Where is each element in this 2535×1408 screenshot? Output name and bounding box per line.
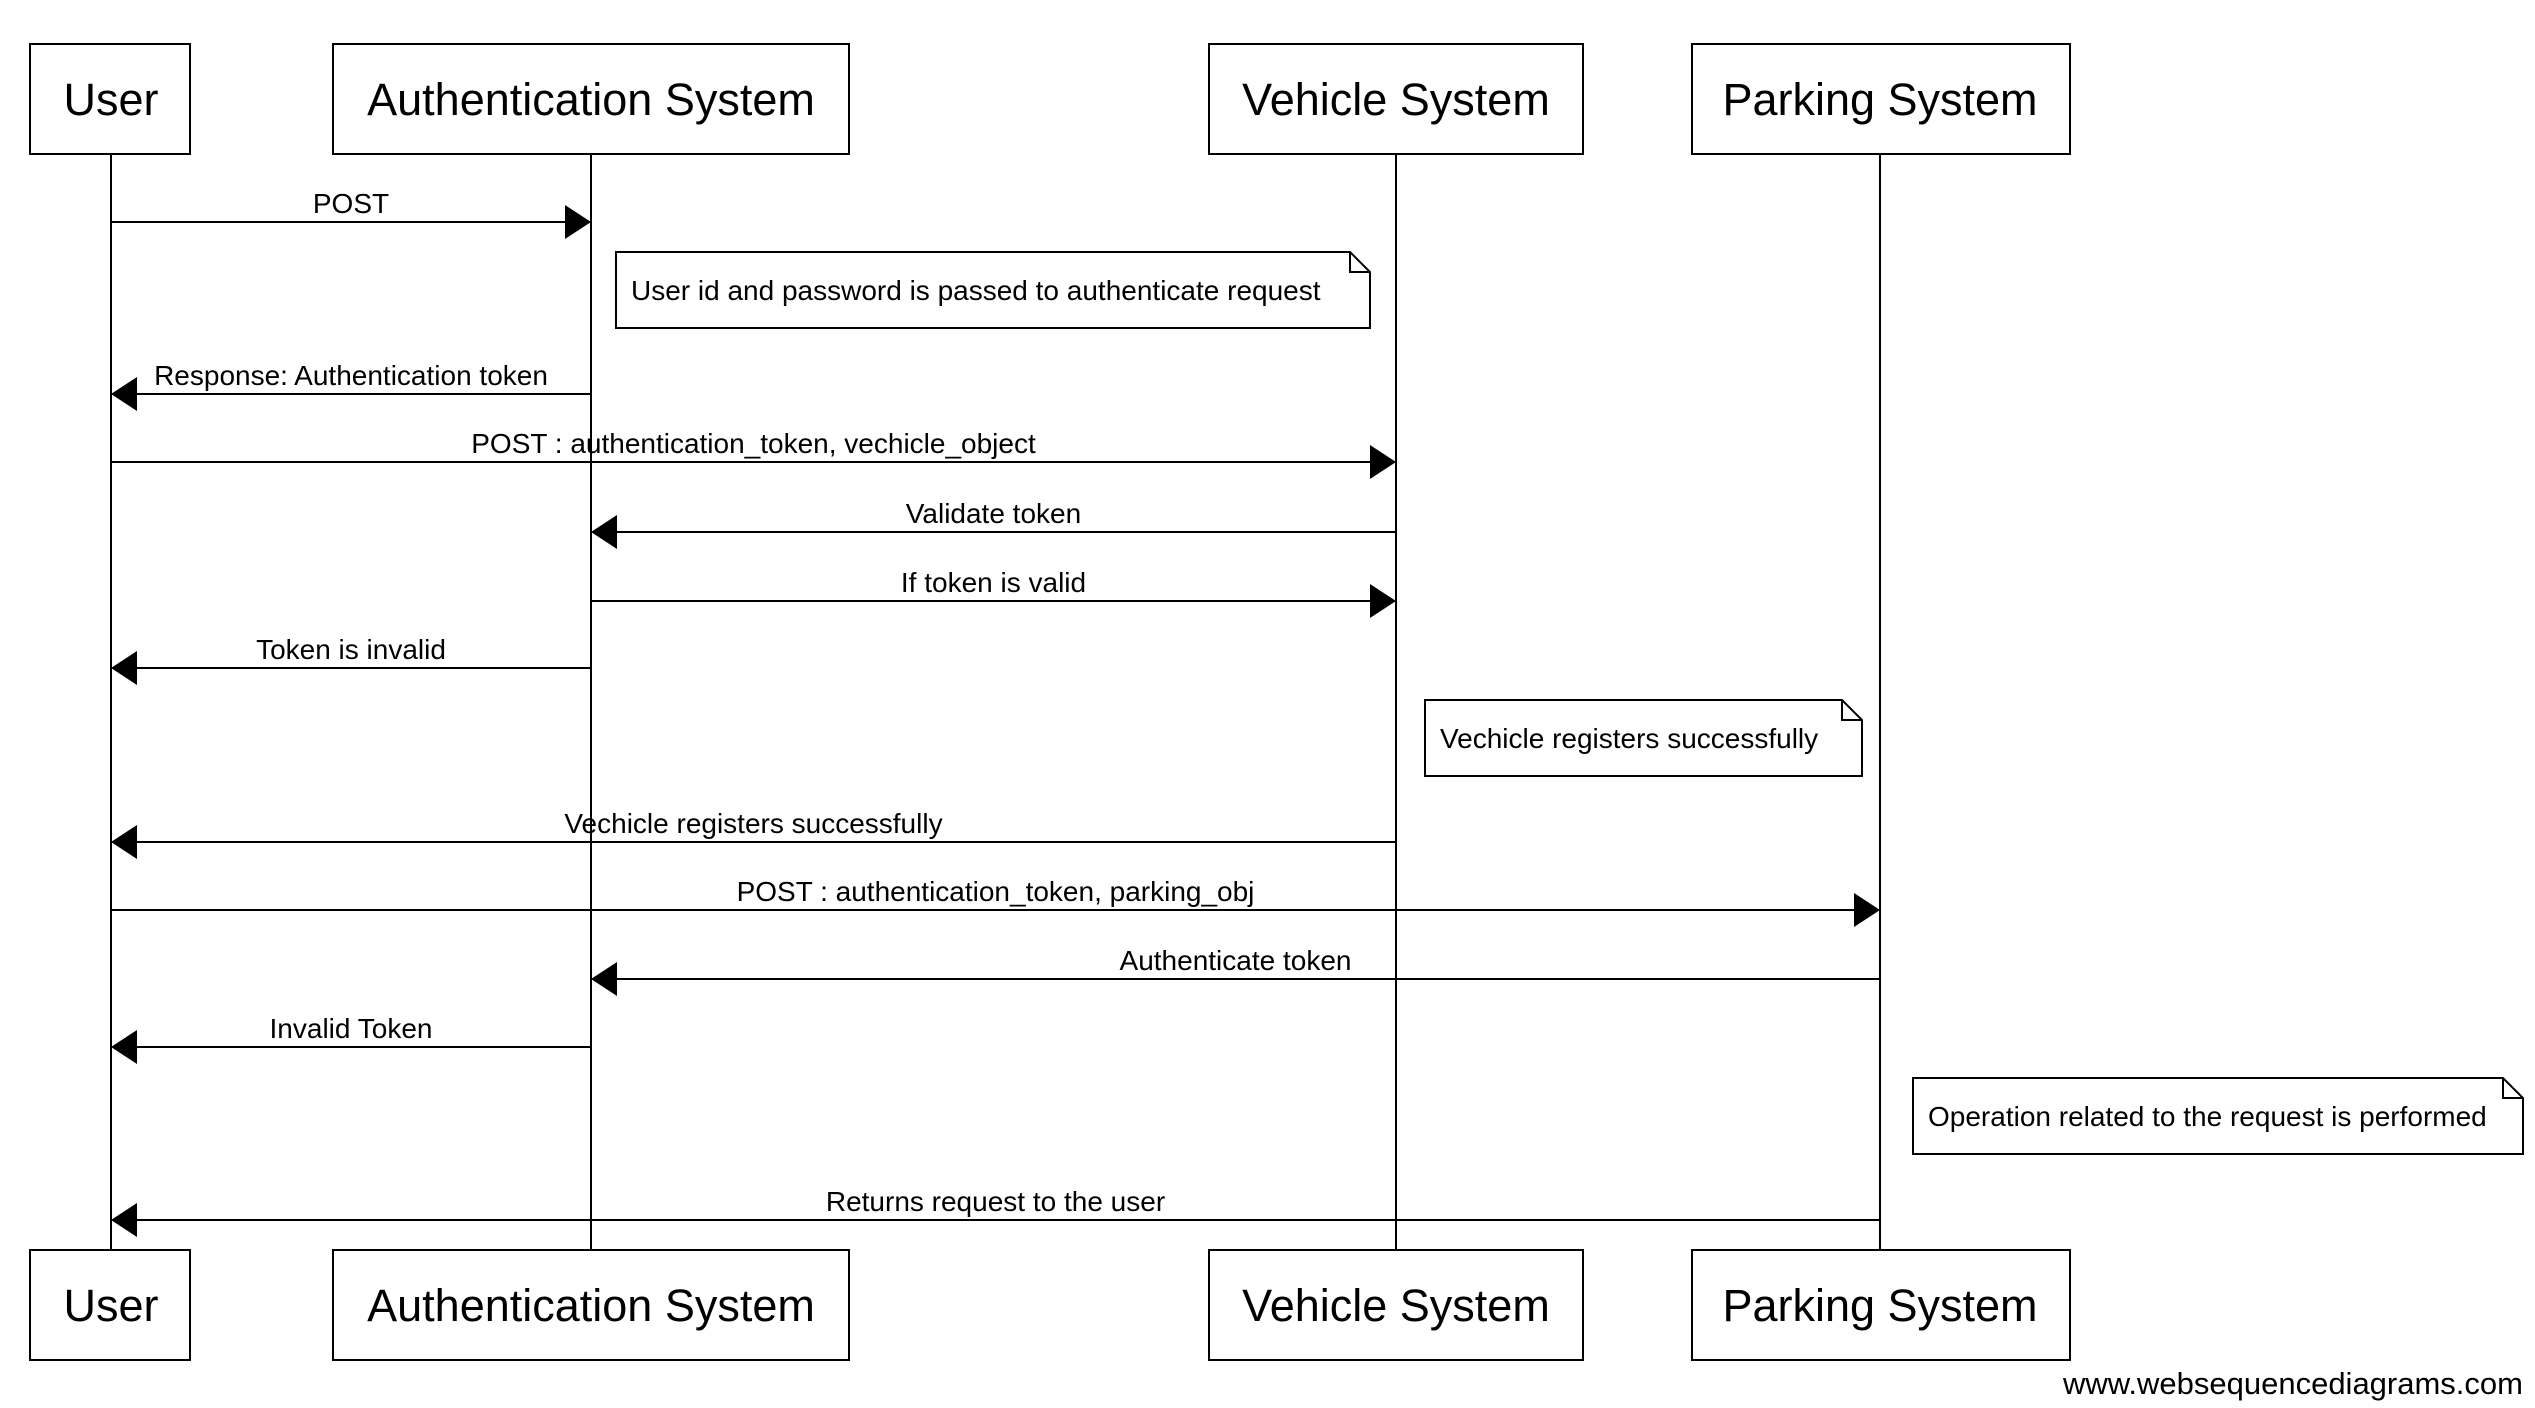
actor-box-top-vehicle [1208, 43, 1584, 155]
message-label: If token is valid [901, 567, 1086, 598]
note-fold [1349, 252, 1370, 273]
actor-label-top-user: User [63, 74, 158, 125]
actor-label-bottom-vehicle: Vehicle System [1242, 1280, 1550, 1331]
message-label: Authenticate token [1120, 945, 1352, 976]
message-label: Token is invalid [256, 634, 446, 665]
note-text: Vechicle registers successfully [1440, 723, 1818, 754]
message-arrowhead [111, 825, 137, 859]
note-box [615, 251, 1371, 329]
message-label: Invalid Token [270, 1013, 433, 1044]
message-arrowhead [1854, 893, 1880, 927]
message-label: Response: Authentication token [154, 360, 548, 391]
message-arrowhead [1370, 445, 1396, 479]
message-arrowhead [565, 205, 591, 239]
note-box [1912, 1077, 2524, 1155]
message-label: POST : authentication_token, vechicle_ob… [471, 428, 1036, 459]
watermark-text: www.websequencediagrams.com [2062, 1366, 2523, 1401]
message-label: Returns request to the user [826, 1186, 1165, 1217]
note-text: User id and password is passed to authen… [631, 275, 1321, 306]
actor-label-bottom-user: User [63, 1280, 158, 1331]
note-fold [1841, 700, 1862, 721]
note-text: Operation related to the request is perf… [1928, 1101, 2487, 1132]
message-arrowhead [111, 1203, 137, 1237]
message-arrowhead [591, 515, 617, 549]
message-label: Vechicle registers successfully [564, 808, 942, 839]
actor-box-bottom-parking [1691, 1249, 2071, 1361]
message-label: Validate token [906, 498, 1081, 529]
actor-label-bottom-parking: Parking System [1722, 1280, 2037, 1331]
note-box [1424, 699, 1863, 777]
actor-box-top-parking [1691, 43, 2071, 155]
note-fold [2502, 1078, 2523, 1099]
message-arrowhead [1370, 584, 1396, 618]
actor-box-top-user [29, 43, 191, 155]
actor-label-top-auth: Authentication System [367, 74, 815, 125]
message-arrowhead [591, 962, 617, 996]
actor-box-bottom-vehicle [1208, 1249, 1584, 1361]
actor-label-top-vehicle: Vehicle System [1242, 74, 1550, 125]
actor-box-top-auth [332, 43, 850, 155]
actor-label-bottom-auth: Authentication System [367, 1280, 815, 1331]
message-arrowhead [111, 377, 137, 411]
actor-label-top-parking: Parking System [1722, 74, 2037, 125]
actor-box-bottom-auth [332, 1249, 850, 1361]
actor-box-bottom-user [29, 1249, 191, 1361]
message-label: POST [313, 188, 389, 219]
message-arrowhead [111, 651, 137, 685]
message-label: POST : authentication_token, parking_obj [737, 876, 1255, 907]
message-arrowhead [111, 1030, 137, 1064]
